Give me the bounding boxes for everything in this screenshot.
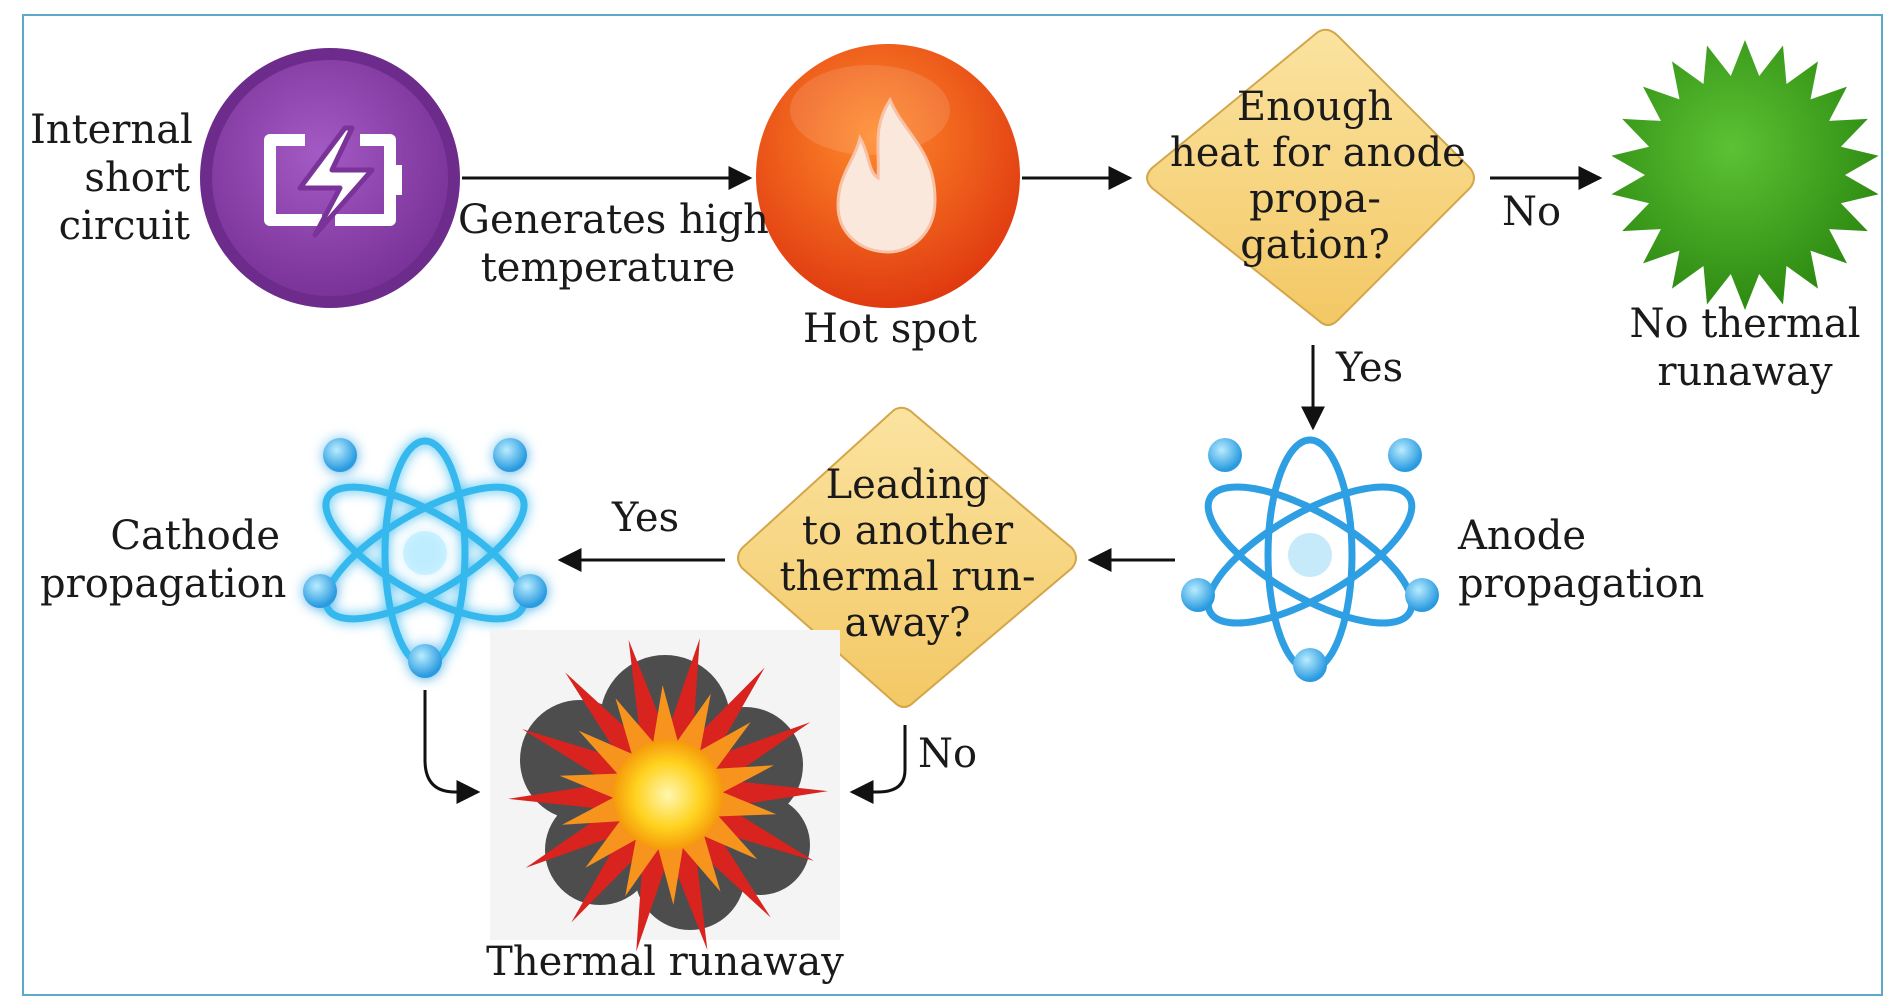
edge-decision2-no <box>849 725 907 804</box>
internal-short-circuit-label: Internal short circuit <box>30 107 193 249</box>
diagram-frame <box>22 14 1883 996</box>
edge-cathode-to-runaway <box>423 690 481 804</box>
battery-charging-icon <box>264 125 402 238</box>
anode-propagation-label: Anode propagation <box>1458 513 1705 607</box>
hot-spot-label: Hot spot <box>802 306 978 352</box>
decision-anode-label: Enough heat for anode propa- gation? <box>1170 84 1466 268</box>
green-burst-icon <box>1611 40 1879 310</box>
explosion-icon <box>490 630 840 952</box>
connectors <box>423 166 1603 804</box>
generates-high-temperature-label: Generates high temperature <box>458 197 769 291</box>
edge-label-another-yes: Yes <box>612 495 680 541</box>
edge-label-anode-yes: Yes <box>1336 345 1404 391</box>
cathode-atom-icon <box>303 437 547 678</box>
thermal-runaway-label: Thermal runaway <box>486 939 844 985</box>
flame-icon <box>836 96 937 254</box>
cathode-propagation-label: Cathode propagation <box>40 513 287 607</box>
edge-label-another-no: No <box>918 731 978 777</box>
decision-another-label: Leading to another thermal run- away? <box>779 462 1036 646</box>
anode-atom-icon <box>1181 436 1439 682</box>
hot-spot-node <box>756 44 1020 308</box>
battery-node <box>200 48 460 308</box>
no-thermal-runaway-label: No thermal runaway <box>1629 301 1861 395</box>
decision-anode-diamond <box>1146 28 1475 326</box>
edge-label-anode-no: No <box>1502 189 1562 235</box>
